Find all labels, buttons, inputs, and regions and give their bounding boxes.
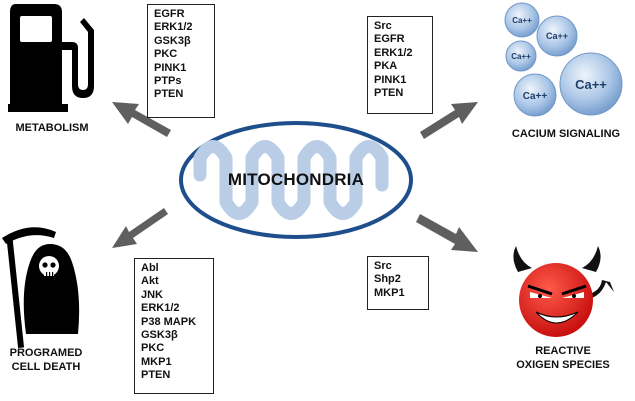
- bubble-text-1: Ca++: [512, 16, 532, 25]
- protein-item: JNK: [141, 288, 164, 301]
- metabolism-protein-box: EGFR ERK1/2 GSK3β PKC PINK1 PTPs PTEN: [147, 4, 215, 118]
- protein-item: P38 MAPK: [141, 315, 197, 328]
- arrow-to-ros: [416, 214, 478, 252]
- protein-item: MKP1: [141, 355, 172, 368]
- death-protein-box: Abl Akt JNK ERK1/2 P38 MAPK GSK3β PKC MK…: [134, 258, 214, 394]
- arrow-to-metabolism: [112, 102, 171, 137]
- calcium-protein-box: Src EGFR ERK1/2 PKA PINK1 PTEN: [367, 16, 433, 114]
- protein-item: PKC: [154, 48, 178, 61]
- bubble-text-2: Ca++: [546, 31, 568, 41]
- protein-item: PTEN: [141, 369, 171, 382]
- protein-item: PKC: [141, 342, 165, 355]
- arrow-to-death: [112, 208, 168, 248]
- calcium-bubbles: [504, 2, 623, 117]
- arrows: [112, 102, 478, 252]
- bubble-text-3: Ca++: [511, 52, 531, 61]
- protein-item: PINK1: [154, 61, 187, 74]
- protein-item: PTEN: [154, 88, 184, 101]
- cristae: [193, 140, 389, 220]
- calcium-signaling-label: CACIUM SIGNALING: [511, 128, 621, 140]
- reactive-oxygen-species-label-line1: REACTIVE: [535, 345, 591, 357]
- metabolism-label: METABOLISM: [15, 122, 89, 134]
- grim-reaper-icon: [2, 227, 80, 348]
- fuel-pump-icon: [8, 4, 94, 112]
- protein-item: Abl: [141, 262, 159, 274]
- ros-protein-box: Src Shp2 MKP1: [367, 256, 429, 310]
- programed-cell-death-label-line1: PROGRAMED: [9, 347, 83, 359]
- bubble-text-5: Ca++: [575, 77, 607, 92]
- arrow-to-calcium: [420, 102, 478, 139]
- reactive-oxygen-species-label-line2: OXIGEN SPECIES: [516, 359, 610, 371]
- protein-item: PTPs: [154, 75, 182, 88]
- protein-item: Src: [374, 20, 392, 32]
- devil-icon: [513, 246, 614, 337]
- protein-item: PINK1: [374, 73, 407, 86]
- protein-item: EGFR: [374, 33, 405, 46]
- protein-item: EGFR: [154, 8, 185, 20]
- protein-item: Akt: [141, 275, 159, 288]
- programed-cell-death-label-line2: CELL DEATH: [11, 361, 81, 373]
- protein-item: Src: [374, 260, 392, 272]
- protein-item: ERK1/2: [154, 21, 193, 34]
- protein-item: PTEN: [374, 87, 404, 100]
- protein-item: GSK3β: [141, 329, 178, 342]
- mitochondria-title: MITOCHONDRIA: [227, 170, 365, 189]
- protein-item: GSK3β: [154, 34, 191, 47]
- protein-item: MKP1: [374, 286, 405, 299]
- protein-item: PKA: [374, 60, 398, 73]
- protein-item: ERK1/2: [374, 46, 413, 59]
- protein-item: Shp2: [374, 273, 401, 286]
- mitochondria-shape: [179, 121, 413, 239]
- bubble-text-4: Ca++: [523, 91, 548, 102]
- protein-item: ERK1/2: [141, 302, 180, 315]
